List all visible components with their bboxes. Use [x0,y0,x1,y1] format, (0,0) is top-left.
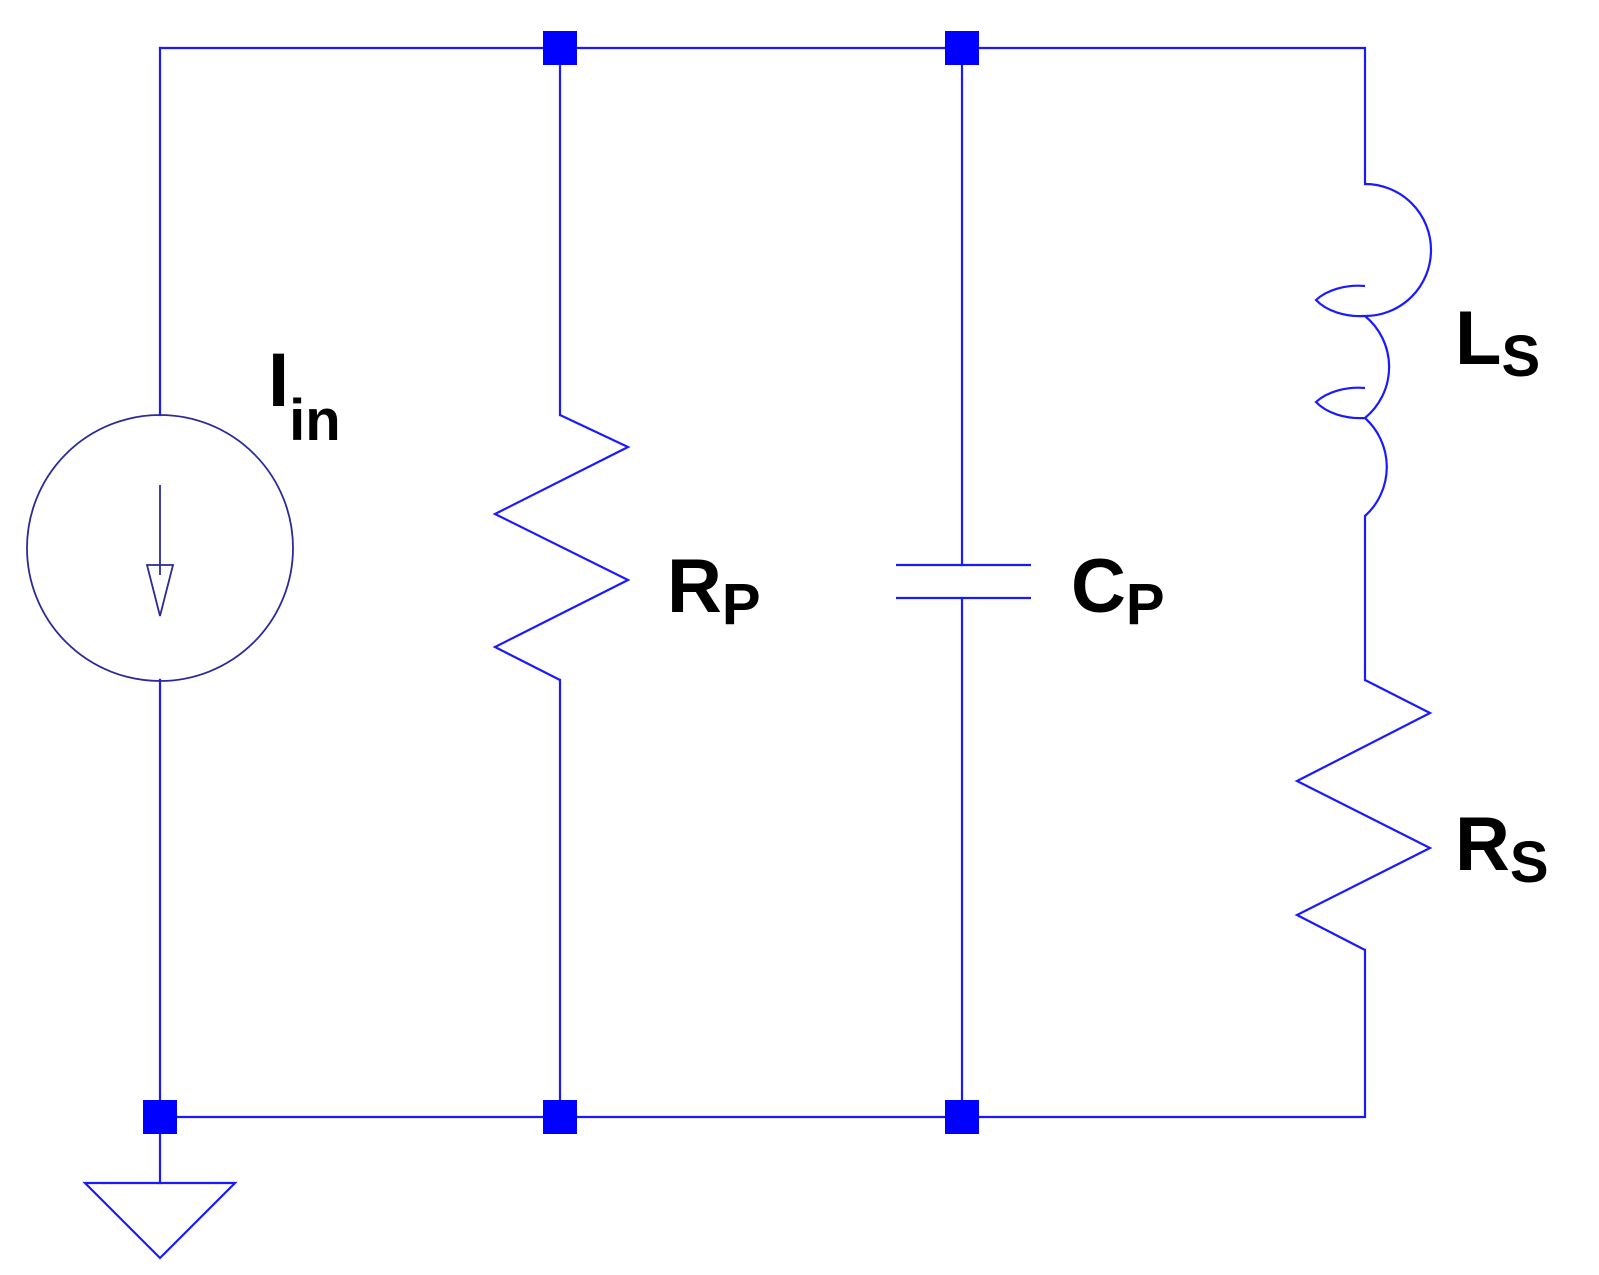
rs-resistor [1294,679,1433,951]
node-top-cp [945,31,979,65]
label-rs: RS [1455,802,1549,895]
ground-symbol [82,1115,238,1260]
ls-inductor [1314,182,1433,682]
node-bottom-source [143,1100,177,1134]
cp-capacitor [896,46,1031,1119]
label-iin: Iin [268,338,341,453]
label-cp: CP [1071,544,1165,637]
current-source [26,414,294,682]
rp-resistor [492,46,631,1119]
node-bottom-cp [945,1100,979,1134]
label-ls: LS [1455,296,1540,389]
node-bottom-rp [543,1100,577,1134]
bottom-wire [158,948,1367,1119]
node-top-rp [543,31,577,65]
label-rp: RP [667,544,761,637]
top-wire [158,46,1367,186]
